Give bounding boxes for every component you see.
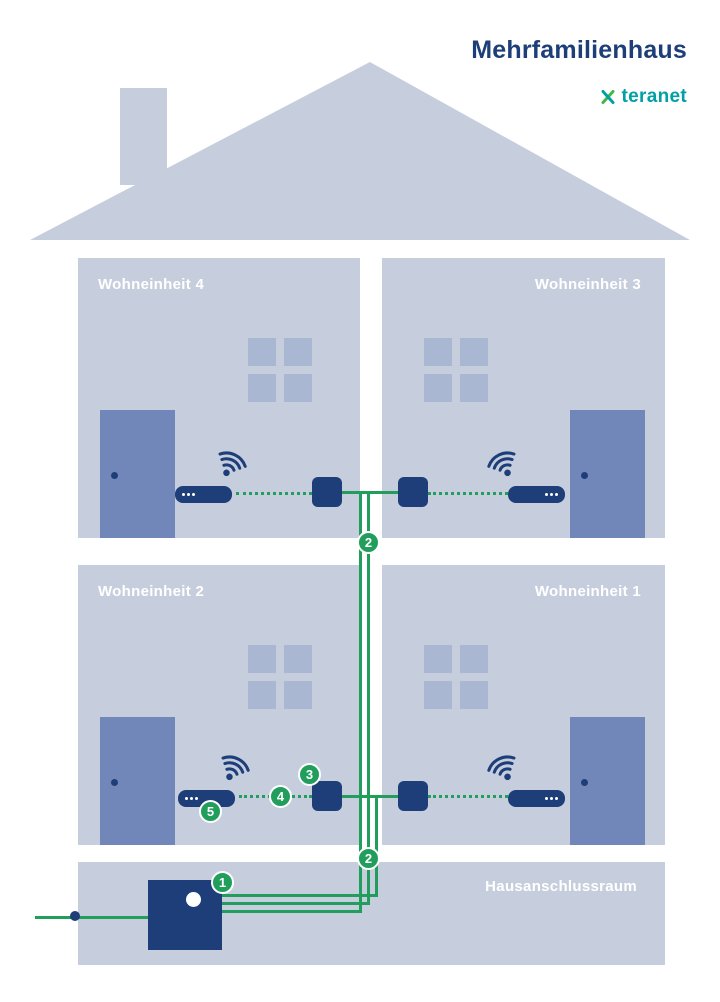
page-title: Mehrfamilienhaus	[471, 36, 687, 64]
house-connection-box	[148, 880, 222, 950]
brand-logo: teranet	[599, 86, 687, 108]
wifi-icon	[475, 436, 531, 491]
badge-3: 3	[298, 763, 321, 786]
window-pane	[424, 374, 452, 402]
window	[248, 645, 312, 709]
unit-label: Hausanschlussraum	[485, 878, 637, 895]
unit-label: Wohneinheit 4	[98, 276, 205, 293]
riser-line	[359, 493, 362, 912]
wifi-icon	[206, 740, 262, 795]
router-device	[178, 790, 235, 807]
router-led-dots	[185, 797, 188, 800]
wifi-link-line	[428, 795, 508, 798]
unit-label: Wohneinheit 1	[534, 583, 641, 600]
basement-cable	[222, 894, 378, 897]
powerline-connector	[342, 795, 398, 798]
wifi-icon	[475, 740, 531, 795]
basement-cable	[222, 910, 362, 913]
basement-cable	[222, 902, 370, 905]
window-pane	[424, 645, 452, 673]
window-pane	[248, 374, 276, 402]
powerline-adapter	[398, 781, 428, 811]
badge-5: 5	[199, 800, 222, 823]
power-feed-line	[35, 916, 148, 919]
brand-logo-text: teranet	[621, 86, 687, 107]
router-led-dots	[182, 493, 185, 496]
door-knob	[581, 472, 588, 479]
door	[100, 410, 175, 538]
window-pane	[248, 681, 276, 709]
window-pane	[424, 681, 452, 709]
logo-x-icon	[601, 90, 615, 104]
window	[424, 338, 488, 402]
riser-line	[375, 797, 378, 896]
window-pane	[460, 338, 488, 366]
window-pane	[248, 338, 276, 366]
wifi-icon	[203, 436, 259, 491]
window-pane	[248, 645, 276, 673]
powerline-adapter	[398, 477, 428, 507]
powerline-adapter	[312, 781, 342, 811]
window-pane	[460, 374, 488, 402]
badge-1: 1	[211, 871, 234, 894]
router-device	[508, 790, 565, 807]
powerline-connector	[342, 491, 398, 494]
window-pane	[284, 645, 312, 673]
window-pane	[460, 681, 488, 709]
window	[248, 338, 312, 402]
unit-label: Wohneinheit 2	[98, 583, 205, 600]
badge-2-upper: 2	[357, 531, 380, 554]
router-device	[175, 486, 232, 503]
riser-line	[367, 493, 370, 904]
door-knob	[581, 779, 588, 786]
feed-junction-dot	[70, 911, 80, 921]
wifi-link-line	[236, 492, 312, 495]
router-device	[508, 486, 565, 503]
badge-2-lower: 2	[357, 847, 380, 870]
door	[100, 717, 175, 845]
unit-label: Wohneinheit 3	[534, 276, 641, 293]
window-pane	[284, 338, 312, 366]
chimney	[120, 88, 167, 185]
router-led-dots	[545, 797, 548, 800]
window-pane	[284, 681, 312, 709]
door-knob	[111, 472, 118, 479]
door	[570, 717, 645, 845]
router-led-dots	[545, 493, 548, 496]
wifi-link-line	[428, 492, 508, 495]
door-knob	[111, 779, 118, 786]
unit-wohneinheit-4: Wohneinheit 4	[78, 258, 360, 538]
door	[570, 410, 645, 538]
badge-4: 4	[269, 785, 292, 808]
window-pane	[424, 338, 452, 366]
window	[424, 645, 488, 709]
window-pane	[284, 374, 312, 402]
box-status-dot	[186, 892, 201, 907]
powerline-adapter	[312, 477, 342, 507]
window-pane	[460, 645, 488, 673]
